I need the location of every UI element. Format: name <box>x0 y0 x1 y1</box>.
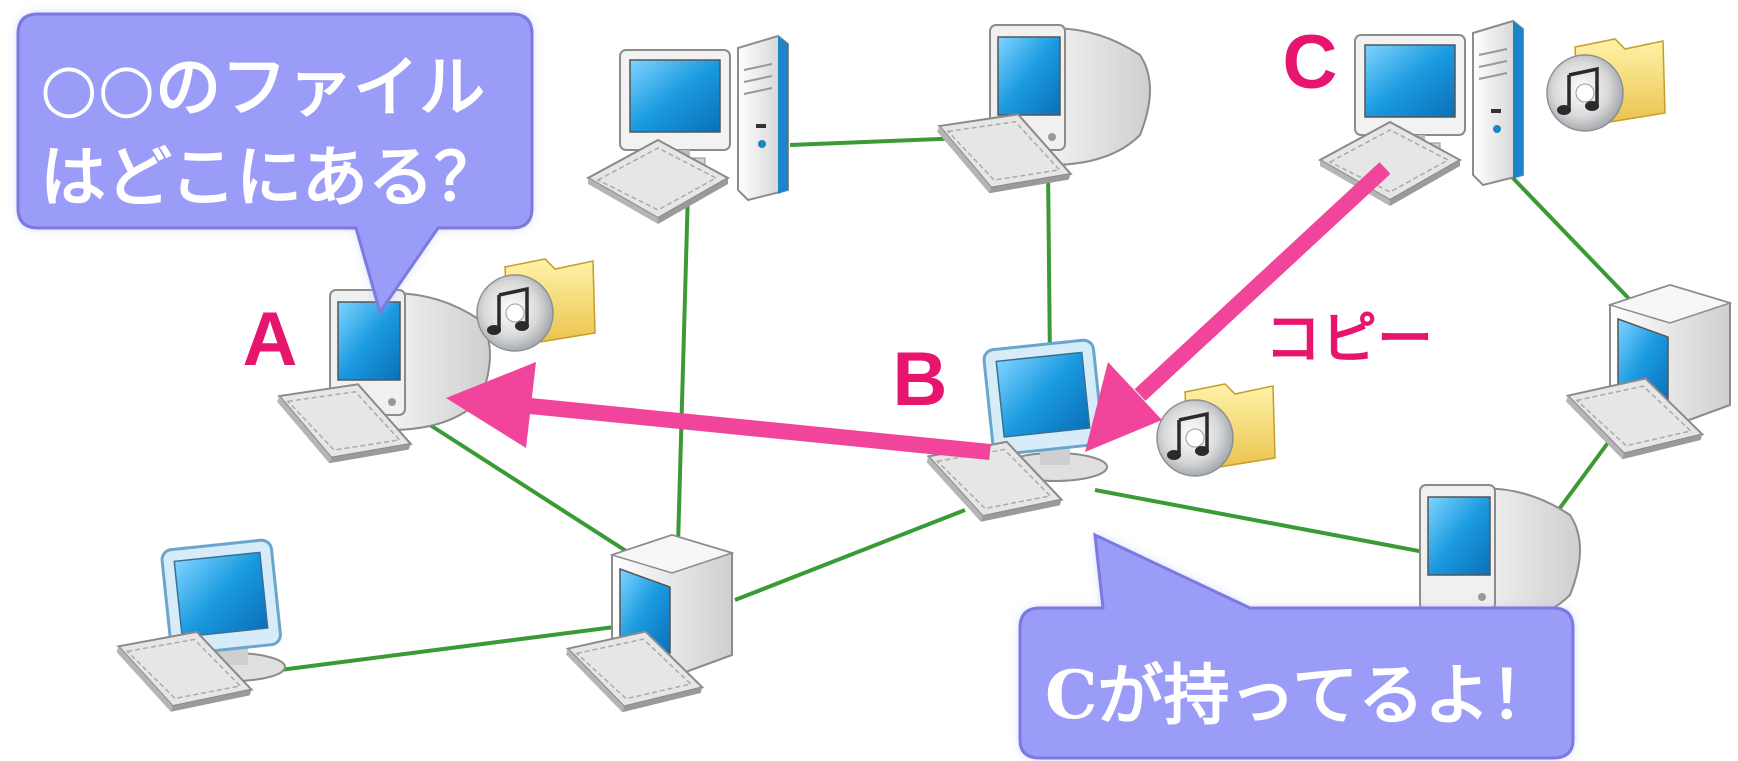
music-folder-icon <box>1545 37 1667 133</box>
music-folder-icon <box>1155 382 1277 478</box>
link-bottomcube-imac <box>279 623 631 672</box>
computer-top-crt <box>922 24 1151 219</box>
music-folder-icon <box>475 257 597 353</box>
label-copy: コピー <box>1265 306 1433 372</box>
computer-right-crt <box>1419 484 1581 626</box>
link-tower-crt-top <box>789 136 966 147</box>
computer-bottom-cube <box>554 534 733 733</box>
link-c-rightcube <box>1508 173 1637 307</box>
computer-a <box>262 289 491 489</box>
question-bubble: ○○のファイル はどこにある？ <box>16 12 534 316</box>
label-a: A <box>243 297 298 382</box>
label-c: C <box>1283 20 1338 105</box>
computer-bottom-imac <box>103 537 287 735</box>
computer-top-tower <box>587 35 789 225</box>
link-b-rightcrt <box>1094 488 1441 557</box>
link-tower-bottomcube <box>676 189 690 546</box>
computer-c <box>1319 20 1524 207</box>
answer-text: Cが持ってるよ！ <box>1045 656 1556 734</box>
label-b: B <box>893 337 948 422</box>
answer-bubble: Cが持ってるよ！ <box>1018 532 1575 760</box>
arrow-b-to-a <box>446 362 991 460</box>
computer-right-cube <box>1554 284 1731 480</box>
question-text-line2: はどこにある？ <box>40 138 500 216</box>
network-links <box>279 136 1637 672</box>
question-text-line1: ○○のファイル <box>40 48 485 126</box>
arrow-c-to-b <box>1085 162 1391 452</box>
link-bottomcube-b <box>734 508 966 602</box>
link-crt-b <box>1046 164 1052 366</box>
link-a-bottomcube <box>428 423 642 562</box>
keyboard-icon <box>587 139 729 225</box>
